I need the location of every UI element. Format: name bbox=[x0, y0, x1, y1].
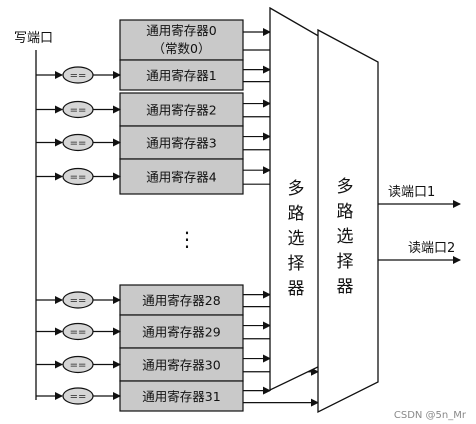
multiplexer-2-label-char: 多 bbox=[337, 177, 354, 197]
comparator-label: == bbox=[70, 138, 87, 149]
register-label: 通用寄存器0 bbox=[146, 23, 217, 38]
multiplexer-1-label-char: 多 bbox=[288, 179, 305, 199]
watermark: CSDN @5n_Mr bbox=[394, 410, 467, 421]
multiplexer-1-label-char: 器 bbox=[288, 279, 305, 299]
multiplexer-1-label-char: 路 bbox=[288, 204, 305, 224]
comparator-label: == bbox=[70, 71, 87, 82]
multiplexer-2-label-char: 路 bbox=[337, 202, 354, 222]
register-label: 通用寄存器29 bbox=[142, 325, 220, 340]
register-label: 通用寄存器28 bbox=[142, 293, 220, 308]
register-label: 通用寄存器31 bbox=[142, 389, 220, 404]
comparator-label: == bbox=[70, 172, 87, 183]
register-ellipsis: ⋮ bbox=[177, 227, 197, 251]
register-label: 通用寄存器4 bbox=[146, 170, 217, 185]
multiplexer-2-label-char: 器 bbox=[337, 277, 354, 297]
write-port-label: 写端口 bbox=[14, 31, 53, 46]
read-port-1-label: 读端口1 bbox=[388, 185, 435, 200]
register-label: 通用寄存器30 bbox=[142, 358, 220, 373]
comparator-label: == bbox=[70, 296, 87, 307]
register-box bbox=[119, 314, 244, 349]
comparator-label: == bbox=[70, 392, 87, 403]
register-box bbox=[119, 158, 244, 195]
comparator-label: == bbox=[70, 360, 87, 371]
multiplexer-2 bbox=[317, 28, 379, 414]
read-port-2-label: 读端口2 bbox=[408, 241, 455, 256]
multiplexer-1-label-char: 择 bbox=[288, 254, 305, 274]
register-box bbox=[119, 125, 244, 160]
multiplexer-1 bbox=[269, 6, 323, 392]
register-label: 通用寄存器3 bbox=[146, 136, 216, 151]
register-stack: 通用寄存器0 （常数0） 通用寄存器1 == 通用寄存器2 == 通用寄存器3 == 通用寄存器… bbox=[36, 19, 319, 412]
multiplexer-2-label-char: 选 bbox=[337, 227, 354, 247]
register-sub-label: （常数0） bbox=[153, 41, 211, 56]
register-label: 通用寄存器1 bbox=[146, 68, 216, 83]
comparator-label: == bbox=[70, 327, 87, 338]
multiplexer-1-label-char: 选 bbox=[288, 229, 305, 249]
register-box bbox=[119, 380, 244, 412]
comparator-label: == bbox=[70, 105, 87, 116]
multiplexer-2-label-char: 择 bbox=[337, 252, 354, 272]
register-label: 通用寄存器2 bbox=[146, 103, 216, 118]
register-box bbox=[119, 92, 244, 127]
